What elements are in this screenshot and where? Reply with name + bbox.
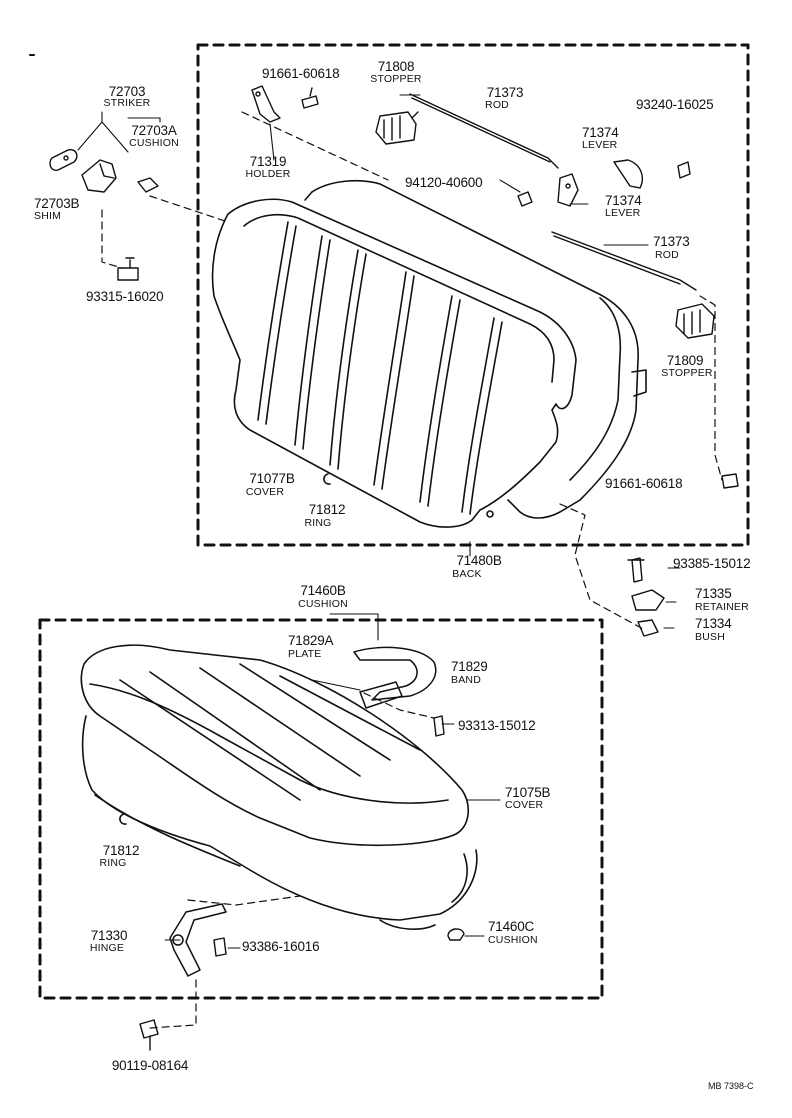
part-71373-top-number: 71373	[486, 85, 524, 100]
bolt-93315	[117, 257, 139, 281]
part-71335-name: RETAINER	[695, 601, 749, 613]
part-93240-number: 93240-16025	[636, 97, 714, 112]
part-71374-a-number: 71374	[582, 125, 619, 140]
bolt-91661-top	[301, 87, 319, 109]
part-71812-bottom-name: RING	[99, 857, 127, 869]
solid-leaders	[77, 94, 681, 949]
part-72703A-number: 72703A	[131, 123, 177, 138]
ring-71812-bottom-part	[119, 813, 127, 825]
part-71480B-name: BACK	[452, 568, 482, 580]
part-91661-top-number: 91661-60618	[262, 66, 340, 81]
part-93385-number: 93385-15012	[673, 556, 751, 571]
part-71808-number: 71808	[377, 59, 415, 74]
holder-part	[251, 85, 281, 123]
part-71460B-number: 71460B	[300, 583, 346, 598]
part-90119-number: 90119-08164	[111, 1058, 189, 1073]
leader-lines	[101, 111, 723, 1029]
part-72703B-number: 72703B	[34, 196, 80, 211]
part-93313-number: 93313-15012	[458, 718, 536, 733]
striker-part	[81, 159, 117, 193]
part-94120-number: 94120-40600	[405, 175, 483, 190]
part-91661-bottom-number: 91661-60618	[605, 476, 683, 491]
part-71334-number: 71334	[695, 616, 732, 631]
bush-71334-part	[637, 619, 659, 637]
band-71829-part	[353, 646, 437, 701]
rod-71373-bottom-part	[551, 231, 697, 291]
part-71374-a-name: LEVER	[582, 139, 618, 151]
bolt-90119	[139, 1019, 159, 1051]
part-71809-number: 71809	[666, 353, 704, 368]
seat-cushion-group-frame	[38, 618, 604, 1000]
seat-cushion-illustration	[80, 644, 478, 930]
part-71808-name: STOPPER	[370, 73, 422, 85]
part-72703B-name: SHIM	[34, 210, 62, 222]
drawing-code: MB 7398-C	[708, 1081, 754, 1091]
bolt-91661-bottom	[721, 473, 739, 489]
part-71812-top-name: RING	[304, 517, 332, 529]
part-71374-b-name: LEVER	[605, 207, 641, 219]
bolt-93313	[433, 715, 445, 737]
part-71373-bottom-number: 71373	[653, 234, 690, 249]
part-93315-number: 93315-16020	[86, 289, 164, 304]
part-71809-name: STOPPER	[661, 367, 713, 379]
part-71460B-name: CUSHION	[298, 598, 348, 610]
part-71077B-name: COVER	[245, 486, 285, 498]
rod-71373-top-part	[409, 93, 559, 169]
part-71334-name: BUSH	[695, 631, 725, 643]
part-71075B-name: COVER	[505, 799, 544, 811]
part-71460C-name: CUSHION	[488, 934, 538, 946]
ring-71812-top-part	[323, 473, 331, 485]
part-71829-name: BAND	[451, 674, 481, 686]
stopper-71809-part	[675, 303, 715, 339]
part-71077B-number: 71077B	[249, 471, 295, 486]
part-71829-number: 71829	[451, 659, 488, 674]
seat-back-illustration	[211, 179, 647, 528]
part-71480B-number: 71480B	[456, 553, 502, 568]
part-71319-number: 71319	[249, 154, 287, 169]
part-71335-number: 71335	[695, 586, 732, 601]
plate-71829A-part	[359, 681, 403, 709]
part-71374-b-number: 71374	[605, 193, 642, 208]
bolt-93385	[627, 557, 645, 583]
part-72703A-name: CUSHION	[129, 137, 179, 149]
part-71373-top-name: ROD	[485, 99, 509, 111]
part-71460C-number: 71460C	[488, 919, 535, 934]
part-71812-top-number: 71812	[308, 502, 346, 517]
part-71319-name: HOLDER	[245, 168, 291, 180]
lever-71374-a-part	[613, 159, 644, 189]
nut-94120	[517, 191, 533, 207]
part-71812-bottom-number: 71812	[102, 843, 140, 858]
seat-back-group-frame	[196, 43, 750, 547]
part-72703-name: STRIKER	[103, 97, 151, 109]
part-71330-name: HINGE	[89, 942, 125, 954]
part-71829A-name: PLATE	[288, 648, 322, 660]
bolt-93240	[677, 161, 691, 179]
lever-71374-b-part	[557, 173, 579, 207]
shim-part	[49, 148, 78, 171]
part-71075B-number: 71075B	[505, 785, 551, 800]
part-72703-number: 72703	[108, 84, 146, 99]
cushion-71460C-part	[447, 928, 465, 941]
striker-cushion-part	[137, 177, 159, 193]
part-71330-number: 71330	[90, 928, 128, 943]
hinge-71330-part	[169, 903, 227, 977]
stopper-71808-part	[375, 111, 419, 145]
bolt-93386	[213, 937, 227, 957]
part-71829A-number: 71829A	[288, 633, 334, 648]
part-71373-bottom-name: ROD	[655, 249, 679, 261]
retainer-71335-part	[631, 589, 665, 611]
part-93386-number: 93386-16016	[242, 939, 320, 954]
